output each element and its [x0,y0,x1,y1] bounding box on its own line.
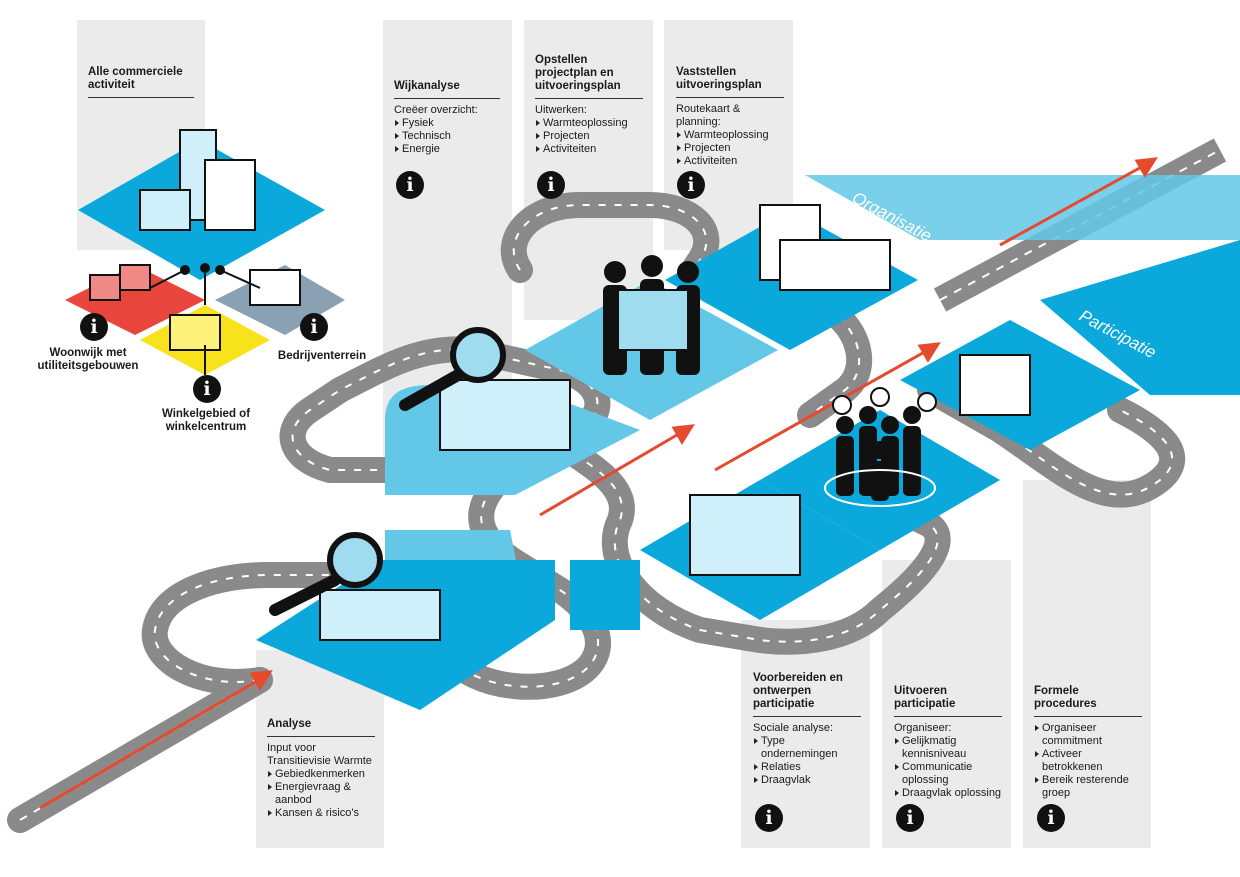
panel-opstellen-title: Opstellen projectplan en uitvoeringsplan [535,54,643,99]
list-item: Energie [394,143,500,156]
commercial-activity-title: Alle commerciele activiteit [88,66,194,98]
top-left-panel: Alle commerciele activiteit [88,66,194,103]
info-icon-uitvoeren[interactable]: i [896,804,924,832]
list-item: Energievraag & aanbod [267,781,375,807]
info-icon-wijkanalyse[interactable]: i [396,171,424,199]
list-item: Communicatie oplossing [894,761,1002,787]
list-item: Gebiedkenmerken [267,768,375,781]
info-icon-opstellen[interactable]: i [537,171,565,199]
list-item: Draagvlak [753,774,861,787]
panel-uitvoeren: Uitvoeren participatie Organiseer: Gelij… [894,685,1002,800]
list-item: Kansen & risico's [267,807,375,820]
progress-arrows [39,157,1158,810]
panel-analyse-lead: Input voor Transitievisie Warmte [267,742,372,767]
info-icon-winkelgebied[interactable]: i [193,375,221,403]
panel-bg-formele [1023,480,1151,848]
panel-analyse-title: Analyse [267,718,375,737]
info-icon-voorbereiden[interactable]: i [755,804,783,832]
list-item: Warmteoplossing [676,129,784,142]
list-item: Fysiek [394,117,500,130]
list-item: Relaties [753,761,861,774]
panel-opstellen-lead: Uitwerken: [535,104,587,116]
panel-voorbereiden: Voorbereiden en ontwerpen participatie S… [753,672,861,787]
panel-formele: Formele procedures Organiseer commitment… [1034,685,1142,800]
panel-voorbereiden-lead: Sociale analyse: [753,722,834,734]
organisatie-band [805,175,1240,240]
list-item: Technisch [394,130,500,143]
panel-bg-opstellen [524,20,653,320]
list-item: Organiseer commitment [1034,722,1142,748]
buildings [89,129,1031,641]
magnifier-glasses [269,327,506,616]
list-item: Activiteiten [676,155,784,168]
info-icon-formele[interactable]: i [1037,804,1065,832]
list-item: Projecten [676,142,784,155]
list-item: Draagvlak oplossing [894,787,1002,800]
info-icon-woonwijk[interactable]: i [80,313,108,341]
panel-wijkanalyse-title: Wijkanalyse [394,80,500,99]
panel-opstellen: Opstellen projectplan en uitvoeringsplan… [535,54,643,156]
panel-analyse: Analyse Input voor Transitievisie Warmte… [267,718,375,820]
panel-uitvoeren-lead: Organiseer: [894,722,952,734]
panel-wijkanalyse: Wijkanalyse Creëer overzicht: Fysiek Tec… [394,80,500,156]
list-item: Projecten [535,130,643,143]
bedrijventerrein-label: Bedrijventerrein [277,350,367,362]
people-groups [603,255,937,507]
panel-uitvoeren-title: Uitvoeren participatie [894,685,1002,717]
panel-vaststellen: Vaststellen uitvoeringsplan Routekaart &… [676,66,784,168]
panel-vaststellen-lead: Routekaart & planning: [676,103,741,128]
list-item: Gelijkmatig kennisniveau [894,735,1002,761]
panel-formele-title: Formele procedures [1034,685,1142,717]
participatie-band [1040,240,1240,395]
info-icon-vaststellen[interactable]: i [677,171,705,199]
winkelgebied-label: Winkelgebied of winkelcentrum [161,408,251,433]
list-item: Type ondernemingen [753,735,861,761]
woonwijk-label: Woonwijk met utiliteitsgebouwen [37,347,139,372]
list-item: Bereik resterende groep [1034,774,1142,800]
panel-vaststellen-title: Vaststellen uitvoeringsplan [676,66,784,98]
panel-voorbereiden-title: Voorbereiden en ontwerpen participatie [753,672,861,717]
zone-connectors [149,263,261,375]
panel-bg-uitvoeren [882,560,1011,848]
list-item: Activeer betrokkenen [1034,748,1142,774]
list-item: Warmteoplossing [535,117,643,130]
info-icon-bedrijventerrein[interactable]: i [300,313,328,341]
panel-wijkanalyse-lead: Creëer overzicht: [394,104,478,116]
list-item: Activiteiten [535,143,643,156]
